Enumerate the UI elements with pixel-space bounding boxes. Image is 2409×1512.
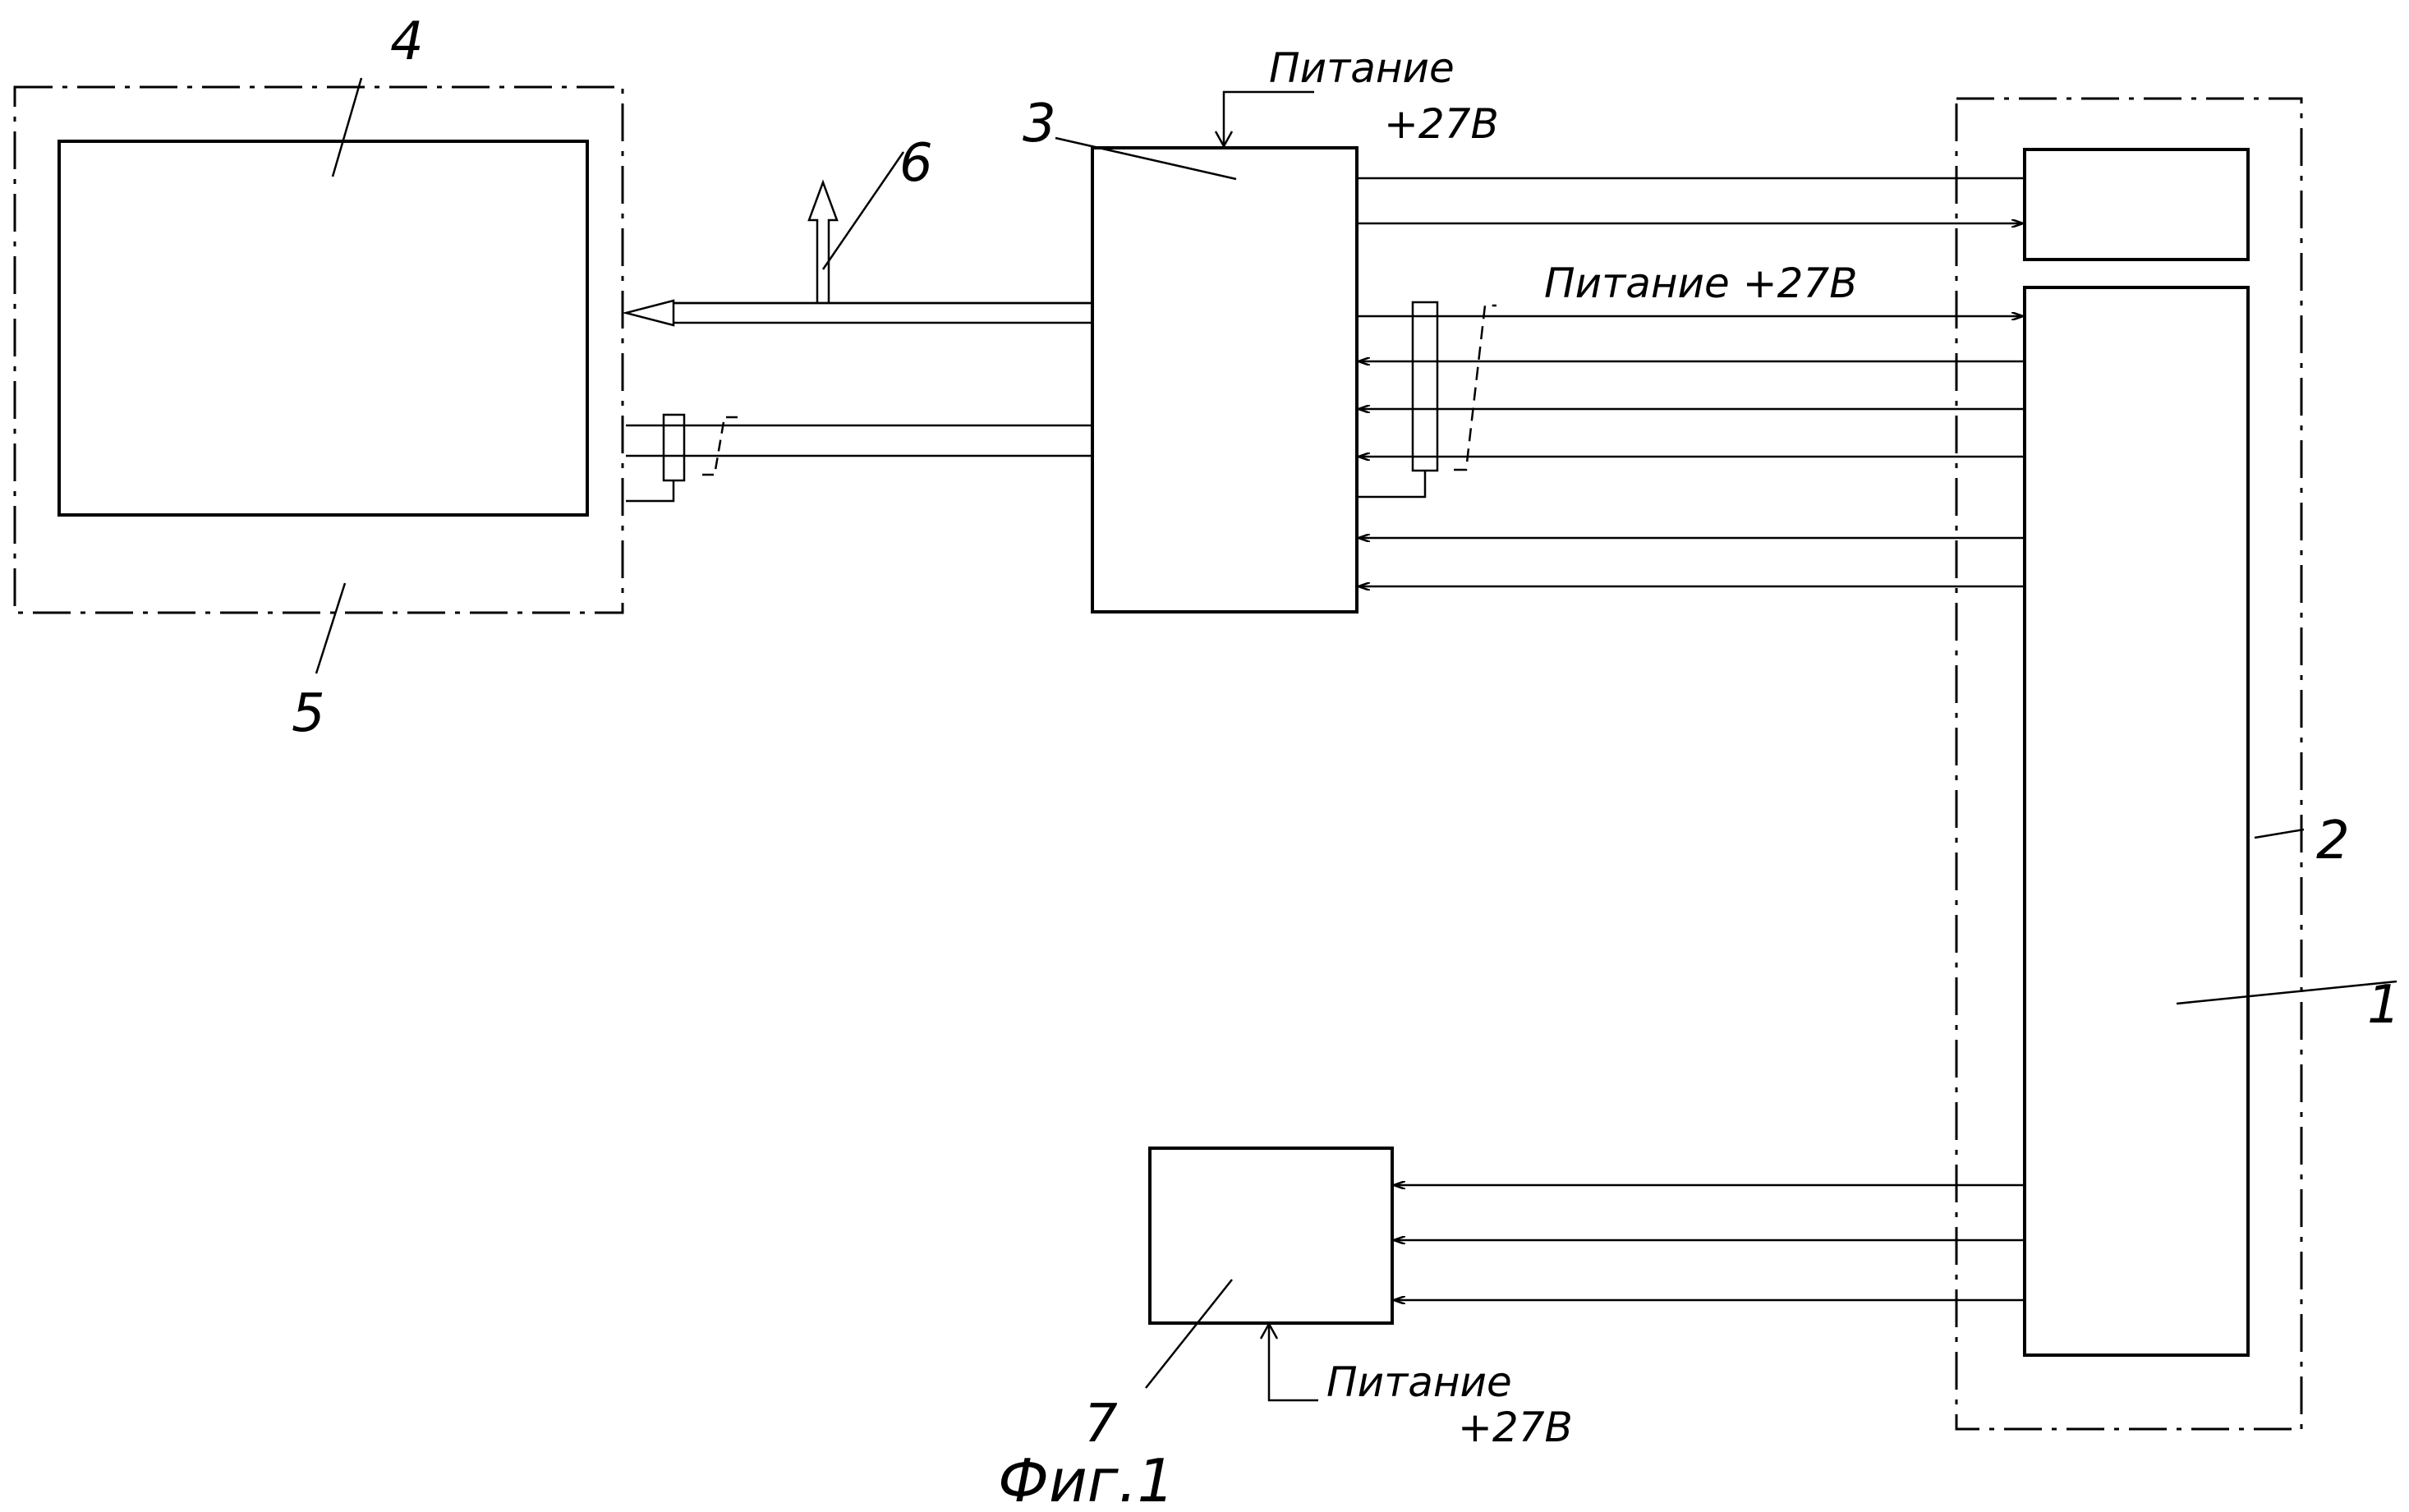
label-4: 4	[390, 11, 424, 72]
leader-3	[1055, 138, 1236, 179]
shield-3-1	[1413, 302, 1437, 471]
shield-3-1-dashed	[1454, 306, 1496, 470]
leader-2	[2255, 830, 2304, 838]
leader-5	[316, 583, 345, 673]
leader-1	[2177, 981, 2397, 1004]
shield-5-3-ground	[626, 480, 674, 501]
hollow-arrow-3-to-5	[626, 301, 1092, 325]
label-3: 3	[1023, 94, 1056, 154]
block-3	[1092, 148, 1357, 612]
power-bottom-caption-1: Питание	[1326, 1358, 1512, 1406]
figure-caption: Фиг.1	[998, 1446, 1175, 1512]
leader-6	[823, 152, 903, 269]
power-bottom-caption-2: +27В	[1458, 1404, 1573, 1451]
output-6-arrow	[809, 182, 837, 303]
block-5-enclosure	[15, 87, 623, 613]
leader-7	[1146, 1280, 1232, 1388]
block-2-top-unit	[2025, 149, 2248, 260]
power-top-caption-1: Питание	[1269, 44, 1455, 92]
shield-3-1-ground	[1357, 471, 1425, 497]
label-6: 6	[899, 133, 933, 194]
label-2: 2	[2316, 811, 2350, 871]
leader-4	[333, 78, 361, 177]
label-1: 1	[2367, 975, 2401, 1036]
power-top-caption-2: +27В	[1384, 100, 1499, 148]
block-7	[1150, 1148, 1392, 1323]
block-1	[2025, 287, 2248, 1355]
power-3-lead	[1224, 92, 1314, 145]
label-7: 7	[1084, 1394, 1118, 1455]
power-mid-caption: Питание +27В	[1544, 260, 1858, 307]
block-4	[59, 141, 587, 515]
label-5: 5	[292, 683, 325, 744]
